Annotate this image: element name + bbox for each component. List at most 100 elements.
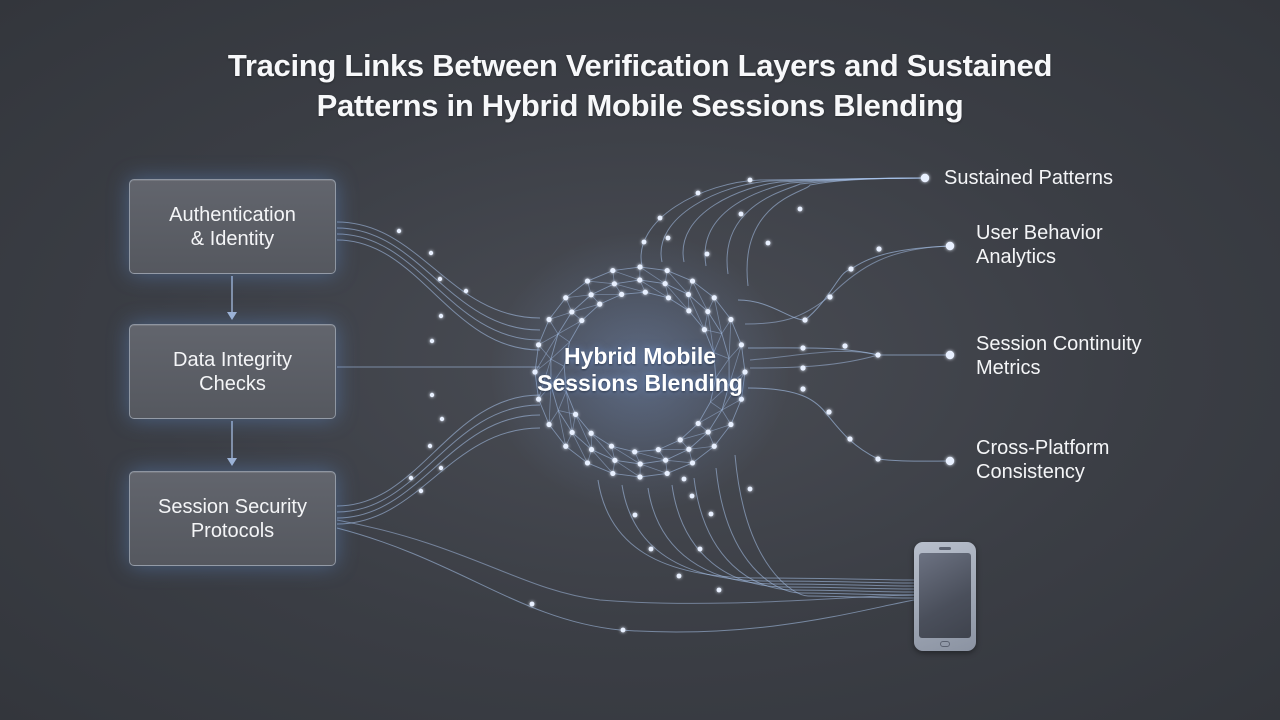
hub-node: [588, 446, 595, 453]
hub-link: [550, 366, 565, 386]
hub-link: [688, 445, 715, 450]
hub-link: [587, 462, 613, 474]
hub-link: [614, 460, 641, 478]
network-node: [657, 215, 663, 221]
network-node: [800, 386, 806, 392]
hub-link: [721, 333, 730, 359]
hub-node: [569, 309, 575, 315]
hub-link: [612, 270, 640, 281]
network-node: [708, 511, 714, 517]
network-node: [689, 493, 695, 499]
hub-link: [557, 391, 567, 411]
network-node: [875, 352, 881, 358]
mobile-phone-icon: [914, 542, 976, 651]
hub-link: [710, 401, 723, 411]
hub-link: [548, 385, 552, 425]
hub-link: [550, 341, 570, 360]
hub-link: [640, 459, 666, 465]
hub-link: [587, 280, 615, 285]
hub-link: [534, 358, 552, 373]
connection-line: [336, 239, 541, 351]
hub-node: [662, 281, 668, 287]
hub-link: [634, 451, 666, 461]
network-node: [747, 177, 753, 183]
hub-node: [579, 317, 585, 324]
hub-link: [565, 391, 576, 415]
hub-node: [728, 421, 734, 428]
hub-link: [587, 270, 613, 282]
hub-node: [695, 420, 701, 427]
hub-link: [728, 371, 746, 386]
hub-node: [584, 278, 591, 284]
hub-link: [565, 391, 573, 433]
phone-screen: [919, 553, 971, 638]
hub-link: [728, 384, 742, 400]
connection-line: [336, 233, 541, 341]
connection-line: [336, 227, 541, 331]
hub-link: [688, 294, 709, 312]
hub-link: [707, 311, 715, 353]
hub-link: [538, 333, 559, 346]
hub-link: [692, 445, 715, 464]
network-node: [747, 486, 753, 492]
network-node: [429, 338, 435, 344]
hub-node: [546, 316, 552, 323]
hub-node: [612, 457, 618, 463]
hub-node: [532, 369, 538, 375]
layer-label-data-integrity-line-1: Data Integrity: [173, 348, 292, 371]
connection-nodes: [396, 173, 955, 633]
network-node: [704, 251, 710, 257]
network-node: [765, 240, 771, 246]
network-node: [826, 409, 832, 415]
hub-node: [705, 429, 711, 435]
hub-link: [707, 311, 723, 334]
hub-link: [548, 311, 572, 320]
hub-link: [710, 384, 730, 403]
hub-label-line-1: Hybrid Mobile: [563, 343, 717, 369]
layer-box-session-security[interactable]: Session Security Protocols: [129, 471, 336, 566]
hub-node: [610, 470, 616, 477]
output-label-sustained-patterns[interactable]: Sustained Patterns: [944, 166, 1113, 190]
hub-link: [571, 432, 588, 464]
network-node: [802, 317, 808, 323]
connection-line: [747, 387, 951, 462]
output-label-session-continuity[interactable]: Session Continuity Metrics: [976, 332, 1142, 380]
layer-box-data-integrity[interactable]: Data Integrity Checks: [129, 324, 336, 419]
hub-link: [548, 319, 559, 335]
hub-node: [563, 295, 569, 301]
hub-link: [563, 366, 567, 392]
hub-link: [538, 359, 552, 400]
hub-link: [548, 424, 567, 447]
hub-link: [680, 431, 709, 441]
output-label-cross-platform-line-1: Cross-Platform: [976, 437, 1110, 459]
hub-link: [614, 283, 646, 293]
hub-link: [538, 344, 552, 360]
network-node: [648, 546, 654, 552]
hub-node: [742, 369, 748, 375]
hub-link: [571, 303, 600, 313]
hub-node: [711, 443, 717, 449]
output-label-cross-platform[interactable]: Cross-Platform Consistency: [976, 436, 1109, 484]
output-label-user-behavior[interactable]: User Behavior Analytics: [976, 221, 1103, 269]
network-node: [396, 228, 402, 234]
output-label-user-behavior-line-1: User Behavior: [976, 222, 1103, 244]
layer-box-authentication[interactable]: Authentication & Identity: [129, 179, 336, 274]
connection-line: [336, 527, 915, 633]
hub-link: [550, 358, 565, 367]
hub-link: [571, 432, 592, 450]
hub-link: [581, 303, 601, 321]
network-node: [620, 627, 626, 633]
network-node: [408, 475, 414, 481]
hub-node: [611, 281, 618, 287]
layer-label-data-integrity-line-2: Checks: [199, 372, 266, 395]
hub-link: [740, 371, 746, 400]
hub-link: [634, 449, 659, 453]
hub-link: [692, 280, 715, 299]
hub-link: [665, 448, 690, 461]
network-node: [418, 488, 424, 494]
hub-link: [658, 439, 681, 451]
hub-node: [662, 457, 669, 463]
network-node: [847, 436, 853, 442]
hub-link: [721, 319, 732, 334]
